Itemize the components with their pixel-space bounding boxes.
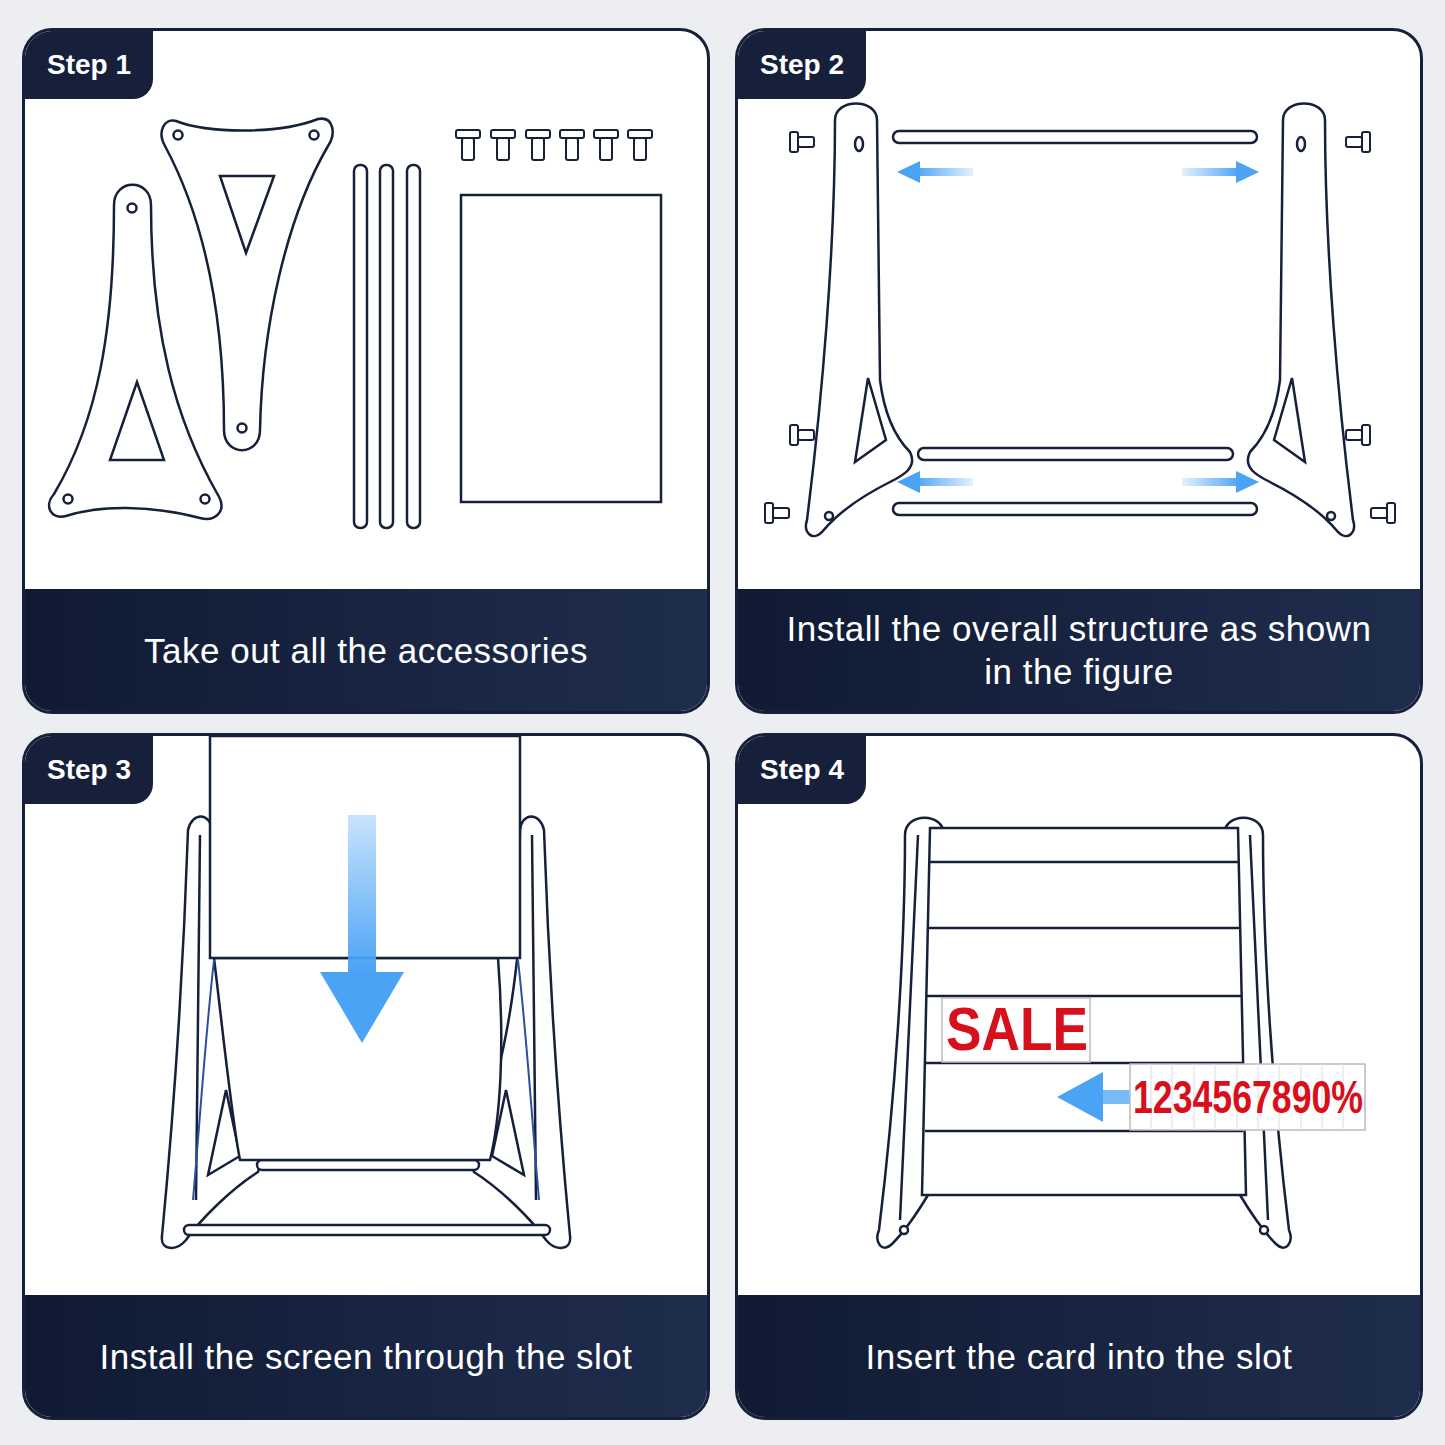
- step-badge: Step 1: [25, 31, 153, 99]
- step-caption: Take out all the accessories: [114, 629, 618, 672]
- step-caption: Install the overall structure as shown i…: [738, 607, 1420, 693]
- sale-card: SALE: [946, 996, 1088, 1062]
- caption-band: Install the screen through the slot: [25, 1295, 707, 1417]
- step-badge: Step 4: [738, 736, 866, 804]
- step-caption: Install the screen through the slot: [69, 1335, 662, 1378]
- step-panel: Step 1 Take out all the accessories: [22, 28, 710, 714]
- step-panel: Step 3 Install the screen through the slo…: [22, 733, 710, 1420]
- step-caption: Insert the card into the slot: [836, 1335, 1323, 1378]
- step-badge: Step 2: [738, 31, 866, 99]
- caption-band: Insert the card into the slot: [738, 1295, 1420, 1417]
- step-panel: Step 2 Install the overall structure as s…: [735, 28, 1423, 714]
- number-strip: 1234567890%: [1133, 1064, 1363, 1130]
- step-badge: Step 3: [25, 736, 153, 804]
- caption-band: Install the overall structure as shown i…: [738, 589, 1420, 711]
- caption-band: Take out all the accessories: [25, 589, 707, 711]
